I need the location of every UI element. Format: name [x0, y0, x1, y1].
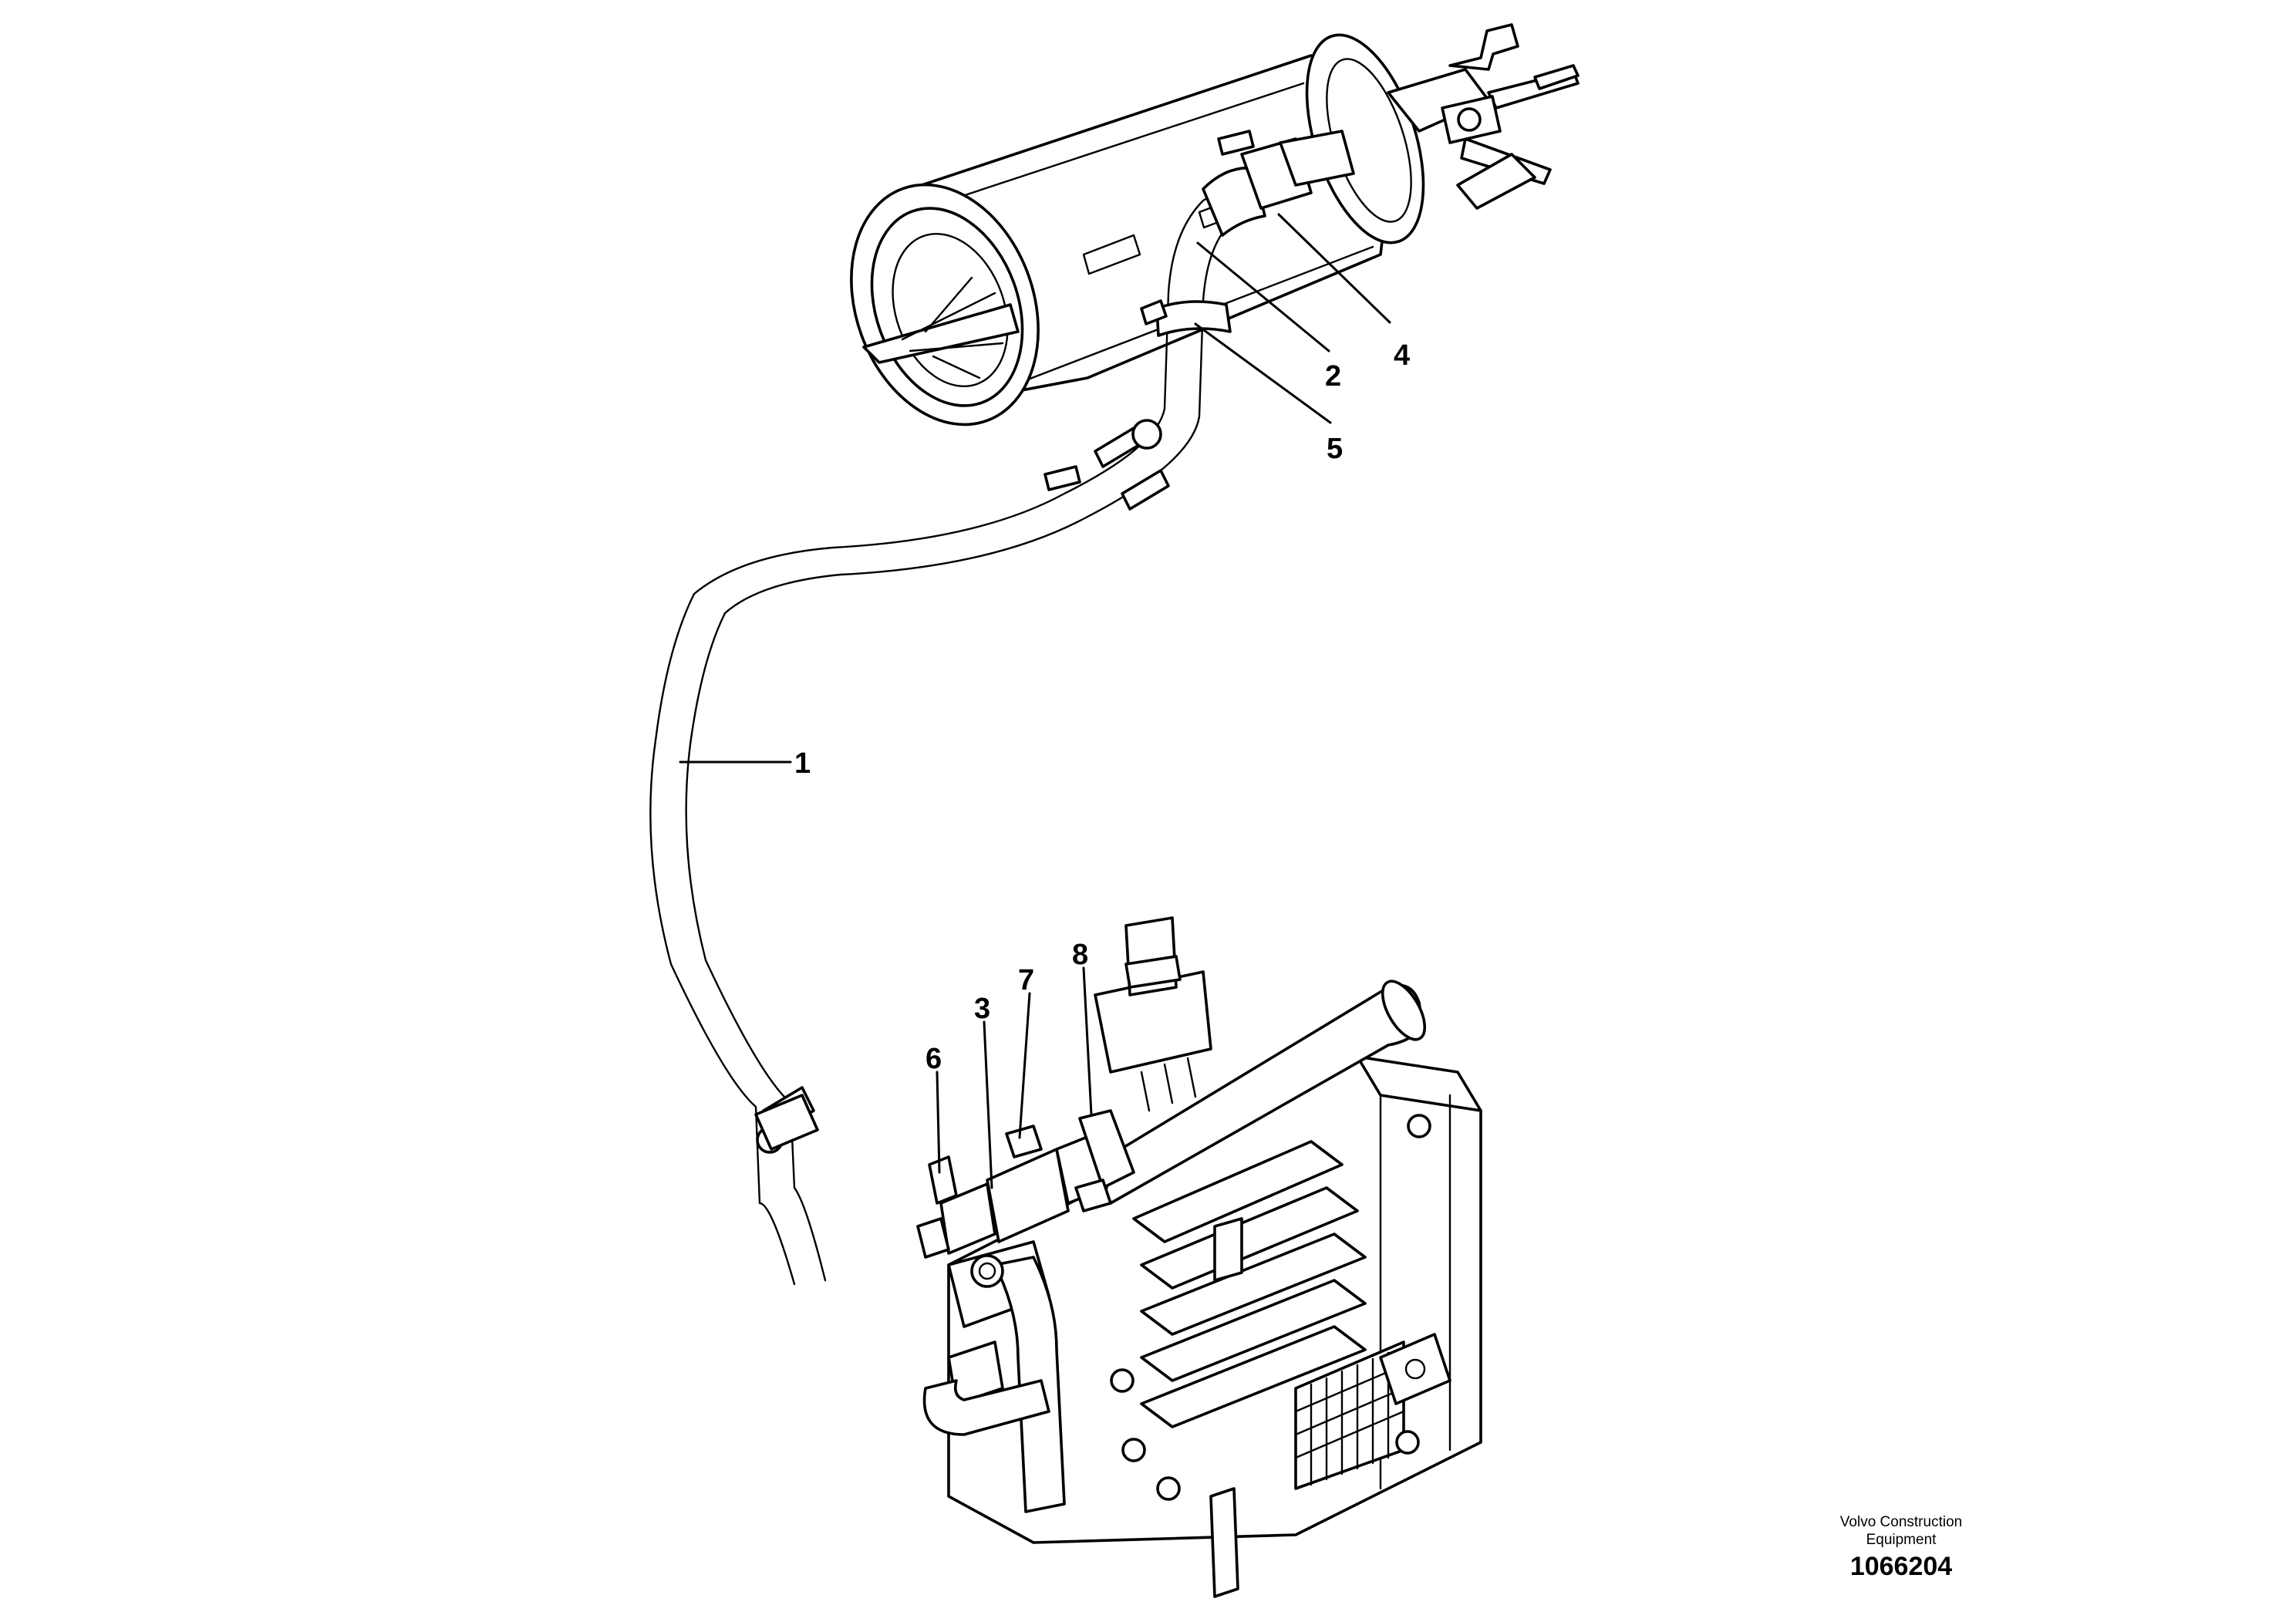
callout-4: 4: [1394, 339, 1410, 372]
leader-3: [983, 1020, 993, 1189]
callout-6: 6: [925, 1043, 942, 1075]
callout-7: 7: [1018, 964, 1034, 996]
leader-2: [1196, 241, 1330, 352]
leader-8: [1082, 966, 1093, 1116]
callout-2: 2: [1325, 360, 1341, 393]
callout-5: 5: [1327, 433, 1343, 465]
publisher-name-line1: Volvo Construction: [1839, 1514, 1963, 1530]
callout-8: 8: [1072, 939, 1088, 971]
callout-1: 1: [794, 747, 811, 780]
leader-6: [936, 1071, 941, 1174]
leader-7: [1018, 992, 1031, 1139]
leader-4: [1277, 213, 1391, 324]
publisher-name-line2: Equipment: [1866, 1532, 1937, 1548]
drawing-number: 1066204: [1849, 1552, 1953, 1581]
callout-3: 3: [974, 993, 990, 1025]
fuel-hose: [649, 130, 1355, 1286]
burner-unit: [850, 23, 1580, 427]
leader-5: [1194, 322, 1332, 424]
fuel-pump-assembly: [916, 916, 1482, 1598]
